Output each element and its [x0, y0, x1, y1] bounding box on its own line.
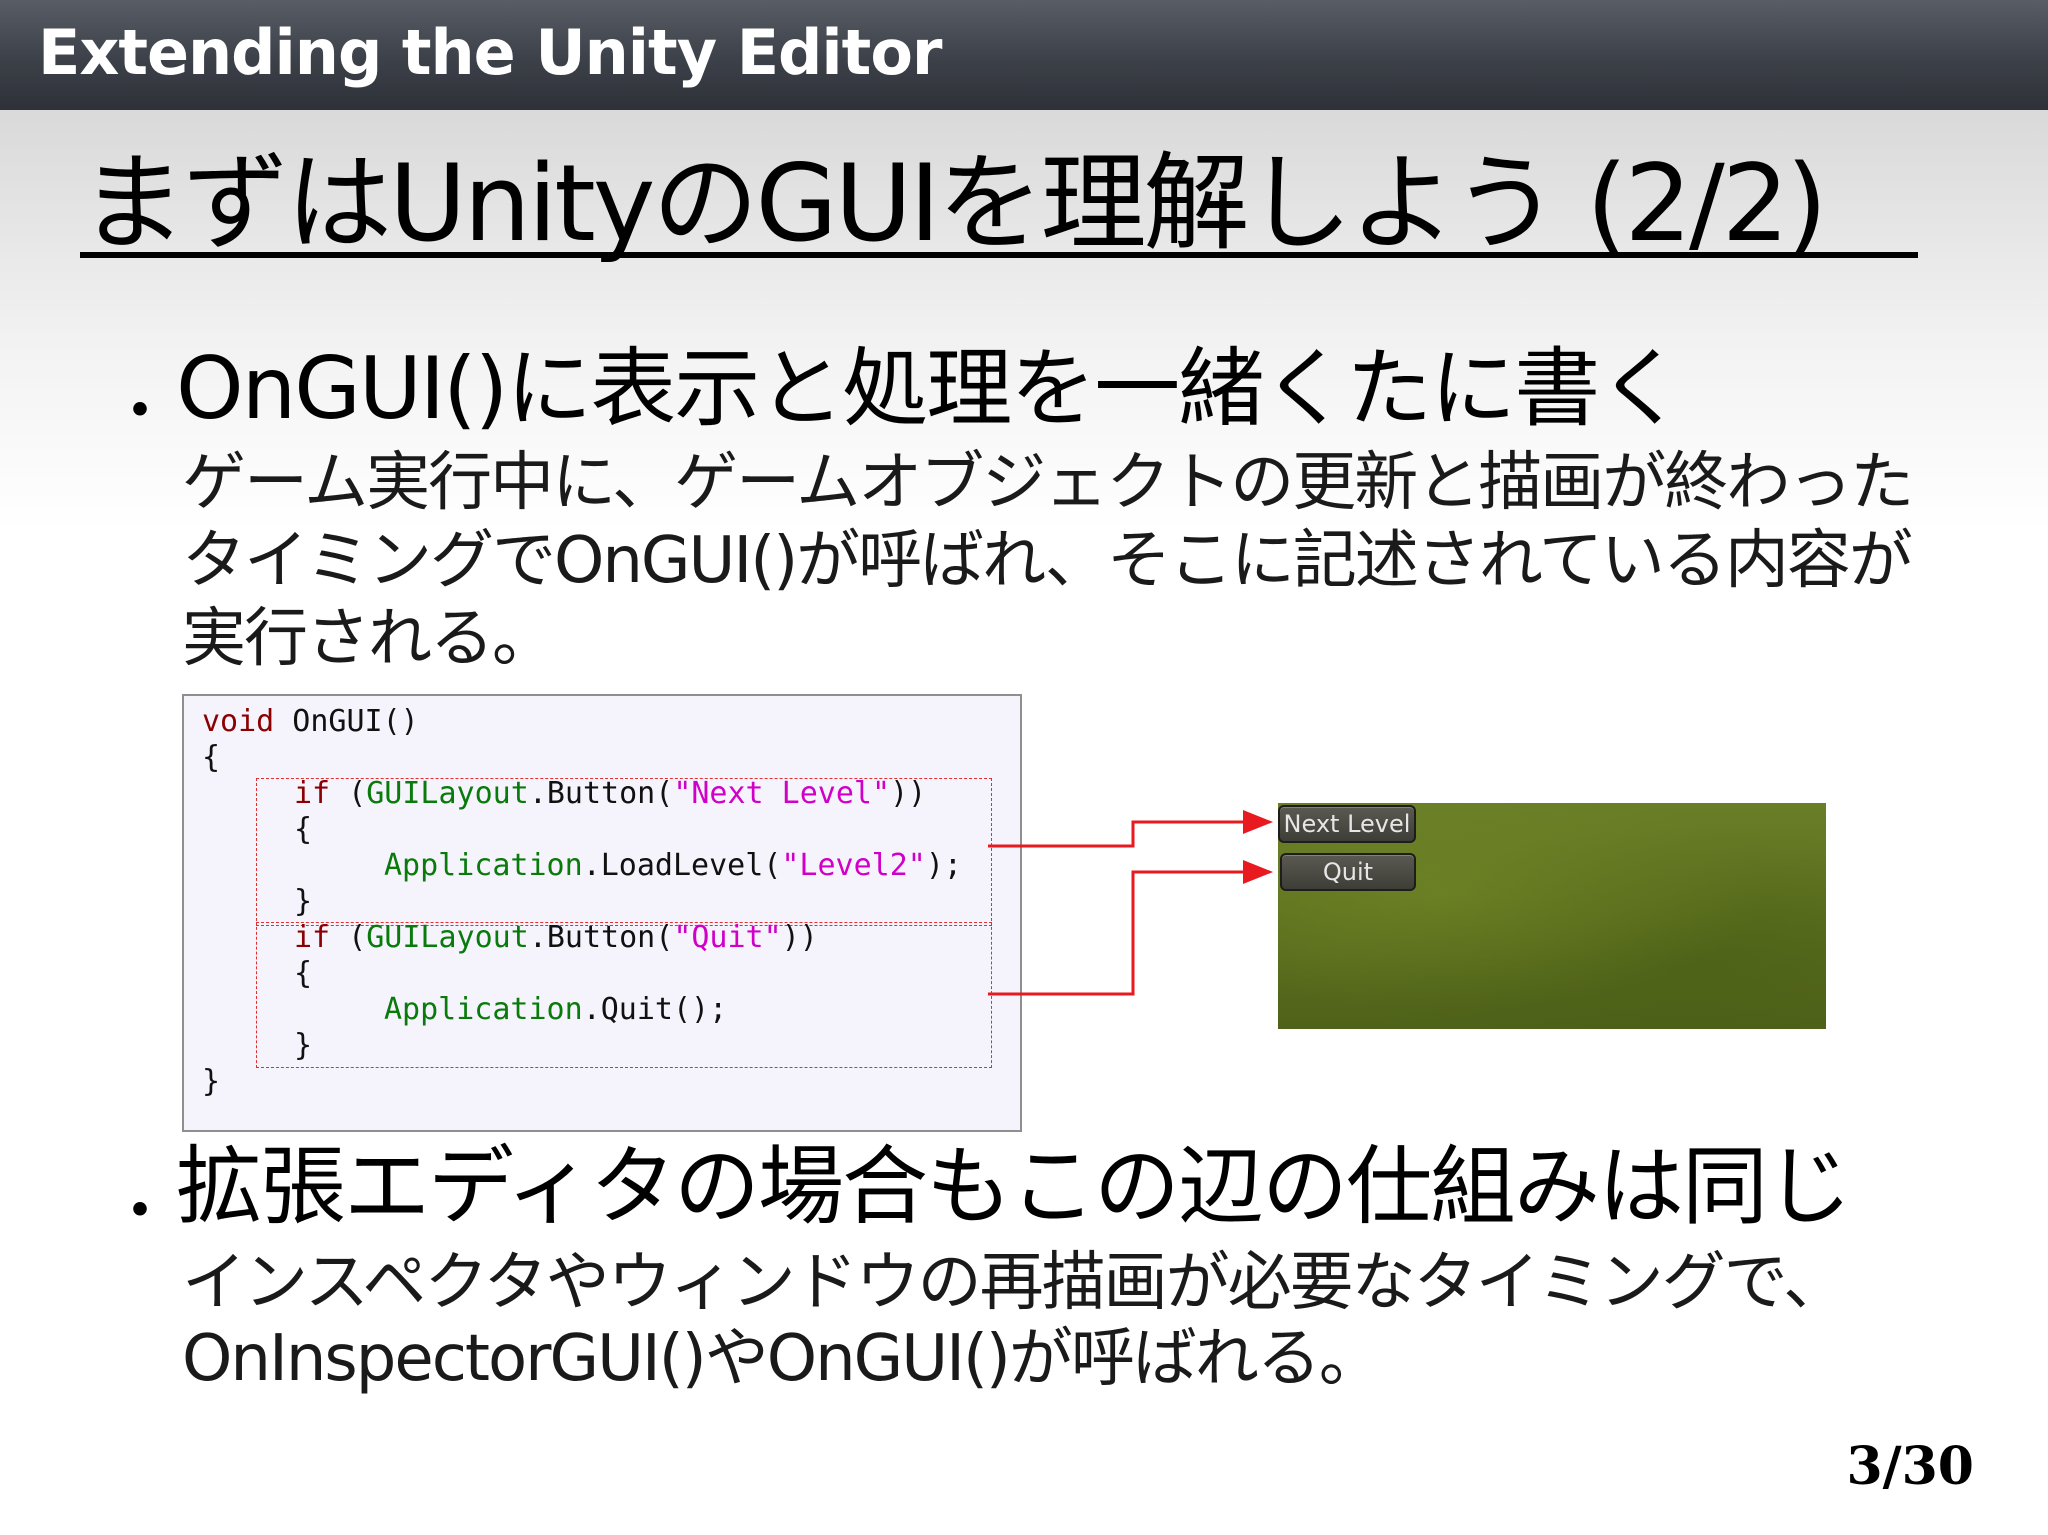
paren-open: (	[330, 776, 367, 811]
guilayout-type: GUILayout	[366, 920, 529, 955]
bullet-2-line-2: OnInspectorGUI()やOnGUI()が呼ばれる。	[182, 1322, 1383, 1396]
header-bar: Extending the Unity Editor	[0, 0, 2048, 110]
button-call: .Button(	[528, 920, 674, 955]
bullet-1-line-1: ゲーム実行中に、ゲームオブジェクトの更新と描画が終わった	[182, 446, 1914, 520]
loadlevel-call: .LoadLevel(	[582, 848, 782, 883]
code-line-close-brace: }	[202, 1064, 221, 1099]
bullet-2-line-1: インスペクタやウィンドウの再描画が必要なタイミングで、	[182, 1246, 1847, 1320]
paren-open: (	[330, 920, 367, 955]
next-level-button[interactable]: Next Level	[1278, 805, 1416, 843]
code-line-if-quit: if (GUILayout.Button("Quit"))	[294, 920, 818, 956]
presentation-title: Extending the Unity Editor	[38, 16, 942, 89]
method-name: OnGUI()	[274, 704, 419, 739]
close-if: ))	[781, 920, 818, 955]
game-view-preview: Next Level Quit	[1278, 803, 1826, 1029]
bullet-1-heading: OnGUI()に表示と処理を一緒くたに書く	[176, 339, 1684, 439]
next-level-string: "Next Level"	[673, 776, 891, 811]
close-call: );	[925, 848, 962, 883]
code-line-open-brace: {	[202, 740, 221, 775]
code-line-signature: void OnGUI()	[202, 704, 419, 740]
code-line-quit-call: Application.Quit();	[384, 992, 727, 1028]
page-number: 3/30	[1846, 1436, 1974, 1497]
title-underline	[80, 252, 1918, 258]
bullet-1-line-2: タイミングでOnGUI()が呼ばれ、そこに記述されている内容が	[182, 524, 1913, 598]
bullet-2-marker: ・	[108, 1175, 172, 1249]
level2-string: "Level2"	[781, 848, 926, 883]
quit-button[interactable]: Quit	[1280, 853, 1416, 891]
code-line-inner-open-2: {	[294, 956, 313, 991]
code-line-inner-open-1: {	[294, 812, 313, 847]
if-keyword: if	[294, 920, 331, 955]
arrow-quit	[988, 860, 1273, 996]
arrow-next-level	[988, 810, 1273, 848]
code-line-inner-close-1: }	[294, 884, 313, 919]
application-type: Application	[384, 848, 583, 883]
quit-string: "Quit"	[673, 920, 782, 955]
quit-call: .Quit();	[582, 992, 728, 1027]
if-keyword: if	[294, 776, 331, 811]
code-line-inner-close-2: }	[294, 1028, 313, 1063]
next-level-block-highlight	[256, 778, 992, 926]
application-type: Application	[384, 992, 583, 1027]
code-line-if-next-level: if (GUILayout.Button("Next Level"))	[294, 776, 926, 812]
bullet-1-line-3: 実行される。	[182, 602, 556, 676]
code-line-load-level: Application.LoadLevel("Level2");	[384, 848, 962, 884]
void-keyword: void	[202, 704, 275, 739]
close-if: ))	[890, 776, 927, 811]
bullet-1-marker: ・	[108, 375, 172, 449]
button-call: .Button(	[528, 776, 674, 811]
slide-title: まずはUnityのGUIを理解しよう (2/2)	[80, 142, 1827, 265]
code-snippet: void OnGUI() { if (GUILayout.Button("Nex…	[182, 694, 1022, 1132]
bullet-2-heading: 拡張エディタの場合もこの辺の仕組みは同じ	[176, 1137, 1852, 1237]
slide-background	[0, 110, 2048, 530]
guilayout-type: GUILayout	[366, 776, 529, 811]
